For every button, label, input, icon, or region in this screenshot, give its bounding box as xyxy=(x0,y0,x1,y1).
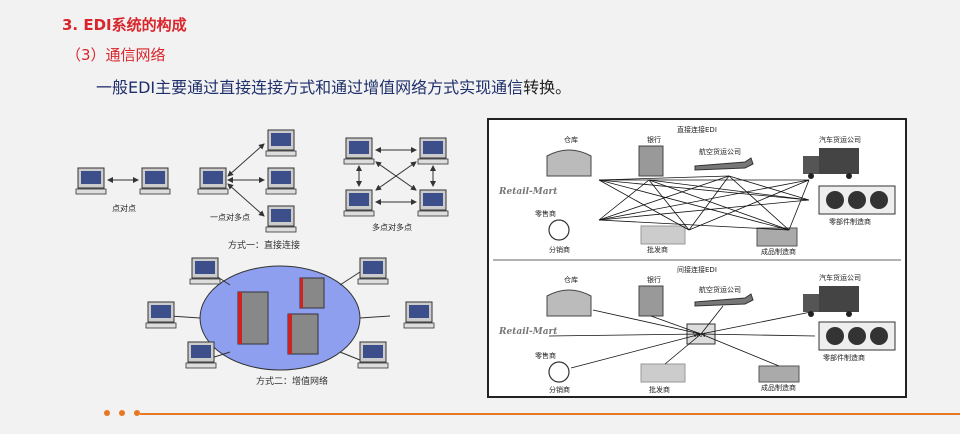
factory-icon xyxy=(758,365,800,383)
direct-mesh-lines xyxy=(598,175,810,231)
gear-icon xyxy=(818,321,896,351)
computer-icon xyxy=(189,257,221,285)
wholesale-icon xyxy=(640,363,686,383)
van-star-lines xyxy=(548,305,816,369)
wholesaler-label: 批发商 xyxy=(649,385,670,394)
computer-icon xyxy=(357,341,389,369)
slide-heading: 3. EDI系统的构成 xyxy=(62,16,187,34)
computer-icon xyxy=(139,167,171,195)
warehouse-icon xyxy=(546,289,592,317)
computer-icon xyxy=(417,189,449,217)
retail-logo: Retail-Mart xyxy=(498,187,558,197)
computer-icon xyxy=(145,301,177,329)
computer-icon xyxy=(265,167,297,195)
parts-label: 零部件制造商 xyxy=(829,217,871,226)
finished-label: 成品制造商 xyxy=(761,383,796,392)
bank-icon xyxy=(638,145,664,177)
cycle-icon xyxy=(548,361,570,383)
wholesaler-label: 批发商 xyxy=(647,245,668,254)
computer-icon xyxy=(75,167,107,195)
computer-icon xyxy=(265,205,297,233)
body-tail: 转换。 xyxy=(523,78,572,97)
retailer-label: 零售商 xyxy=(535,351,556,360)
caption-van: 方式二：增值网络 xyxy=(256,375,328,387)
truck-icon xyxy=(803,286,859,317)
computer-icon xyxy=(417,137,449,165)
p2p-label: 点对点 xyxy=(112,203,136,213)
indirect-edi-section: 间接连接EDI 仓库 银行 航空货运公司 汽车货运公司 Retail-Mart … xyxy=(498,265,896,394)
warehouse-label: 仓库 xyxy=(564,135,578,144)
edi-comparison-svg: 直接连接EDI 仓库 银行 航空货运公司 汽车货运公司 Retail-Mart … xyxy=(493,125,901,394)
body-main: 一般EDI主要通过直接连接方式和通过增值网络方式实现通信 xyxy=(96,78,524,97)
network-diagram: 点对点 一点对多点 多点对多点 方式一：直接连接 xyxy=(75,129,449,387)
bank-label: 银行 xyxy=(647,135,661,144)
van-network xyxy=(145,257,435,371)
p2m-group: 一点对多点 xyxy=(197,129,297,233)
m2m-label: 多点对多点 xyxy=(372,222,412,232)
computer-icon xyxy=(265,129,297,157)
trucking-label: 汽车货运公司 xyxy=(819,135,861,144)
footer-dot xyxy=(104,410,110,416)
airline-label: 航空货运公司 xyxy=(699,285,741,294)
gear-icon xyxy=(818,185,896,215)
wholesale-icon xyxy=(640,225,686,245)
computer-icon xyxy=(197,167,229,195)
warehouse-label: 仓库 xyxy=(564,275,578,284)
computer-icon xyxy=(185,341,217,369)
computer-icon xyxy=(343,189,375,217)
distributor-label: 分销商 xyxy=(549,245,570,254)
parts-label: 零部件制造商 xyxy=(823,353,865,362)
truck-icon xyxy=(803,148,859,179)
direct-edi-title: 直接连接EDI xyxy=(677,125,717,134)
airline-label: 航空货运公司 xyxy=(699,147,741,156)
finished-label: 成品制造商 xyxy=(761,247,796,256)
indirect-edi-title: 间接连接EDI xyxy=(677,265,717,274)
slide-subheading: （3）通信网络 xyxy=(66,46,166,64)
computer-icon xyxy=(403,301,435,329)
footer-line xyxy=(140,413,960,415)
p2p-group: 点对点 xyxy=(75,167,171,213)
distributor-label: 分销商 xyxy=(549,385,570,394)
airplane-icon xyxy=(694,293,754,307)
direct-edi-section: 直接连接EDI 仓库 银行 航空货运公司 汽车货运公司 Retail-Mart … xyxy=(498,125,896,256)
computer-icon xyxy=(357,257,389,285)
p2m-label: 一点对多点 xyxy=(210,212,250,222)
airplane-icon xyxy=(694,157,754,171)
bank-icon xyxy=(638,285,664,317)
warehouse-icon xyxy=(546,149,592,177)
footer-dot xyxy=(134,410,140,416)
bank-label: 银行 xyxy=(647,275,661,284)
body-text: 一般EDI主要通过直接连接方式和通过增值网络方式实现通信转换。 xyxy=(96,74,571,98)
server-icon xyxy=(237,277,325,355)
retail-logo: Retail-Mart xyxy=(498,327,558,337)
caption-direct: 方式一：直接连接 xyxy=(228,239,300,251)
edi-comparison-figure: 直接连接EDI 仓库 银行 航空货运公司 汽车货运公司 Retail-Mart … xyxy=(487,118,907,398)
factory-icon xyxy=(756,227,798,247)
trucking-label: 汽车货运公司 xyxy=(819,273,861,282)
m2m-group: 多点对多点 xyxy=(343,137,449,232)
retailer-label: 零售商 xyxy=(535,209,556,218)
footer-dot xyxy=(119,410,125,416)
cycle-icon xyxy=(548,219,570,241)
computer-icon xyxy=(343,137,375,165)
